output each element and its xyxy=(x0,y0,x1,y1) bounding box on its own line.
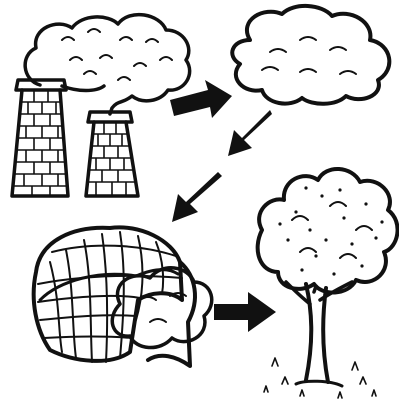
tree-icon xyxy=(258,169,398,398)
arrow-net-to-tree xyxy=(214,292,276,332)
factory-chimneys-icon xyxy=(12,15,190,196)
arrow-factory-to-cloud xyxy=(170,80,232,118)
arrow-cloud-down-2 xyxy=(172,172,222,222)
cloud-icon xyxy=(232,6,389,104)
arrow-cloud-down-1 xyxy=(228,110,272,156)
net-covered-cloud-icon xyxy=(34,227,212,366)
